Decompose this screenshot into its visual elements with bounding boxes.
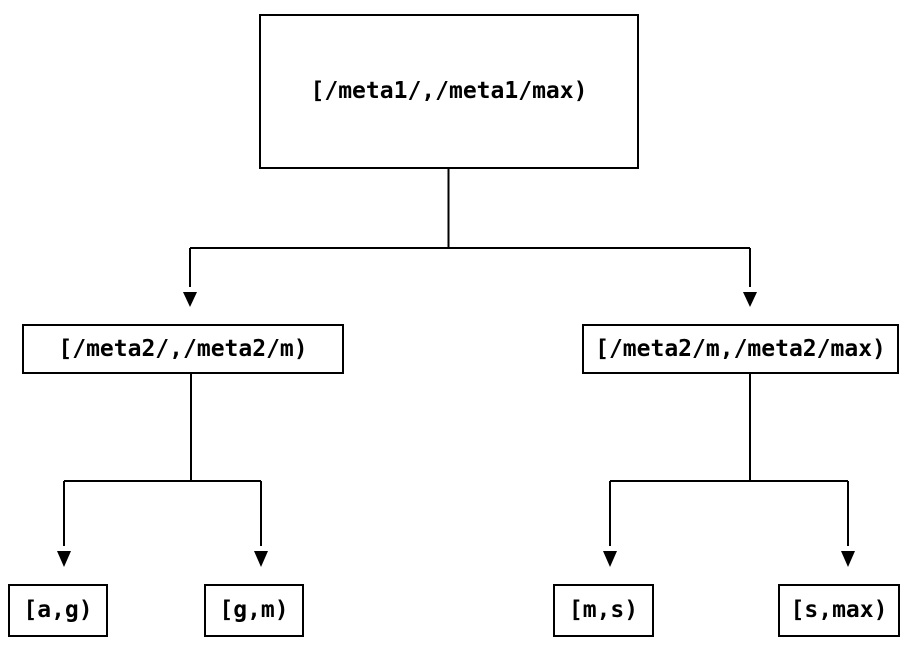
arrowhead-down-icon [743, 292, 757, 307]
node-leaf-m-s: [m,s) [553, 584, 654, 637]
arrowhead-down-icon [57, 551, 71, 567]
edge-root-to-level2 [183, 169, 757, 307]
node-leaf-s-max: [s,max) [778, 584, 900, 637]
node-meta2-right-range: [/meta2/m,/meta2/max) [582, 324, 899, 374]
node-meta2-left-range: [/meta2/,/meta2/m) [22, 324, 344, 374]
arrowhead-down-icon [603, 551, 617, 567]
node-leaf-a-g: [a,g) [8, 584, 108, 637]
connector-line [609, 374, 849, 546]
edge-left-subtree [57, 374, 268, 567]
arrowhead-down-icon [841, 551, 855, 567]
connector-line [189, 169, 751, 287]
arrowhead-down-icon [254, 551, 268, 567]
arrowhead-down-icon [183, 292, 197, 307]
connector-line [63, 374, 262, 546]
edge-right-subtree [603, 374, 855, 567]
node-leaf-g-m: [g,m) [204, 584, 304, 637]
node-root-meta1-range: [/meta1/,/meta1/max) [259, 14, 639, 169]
